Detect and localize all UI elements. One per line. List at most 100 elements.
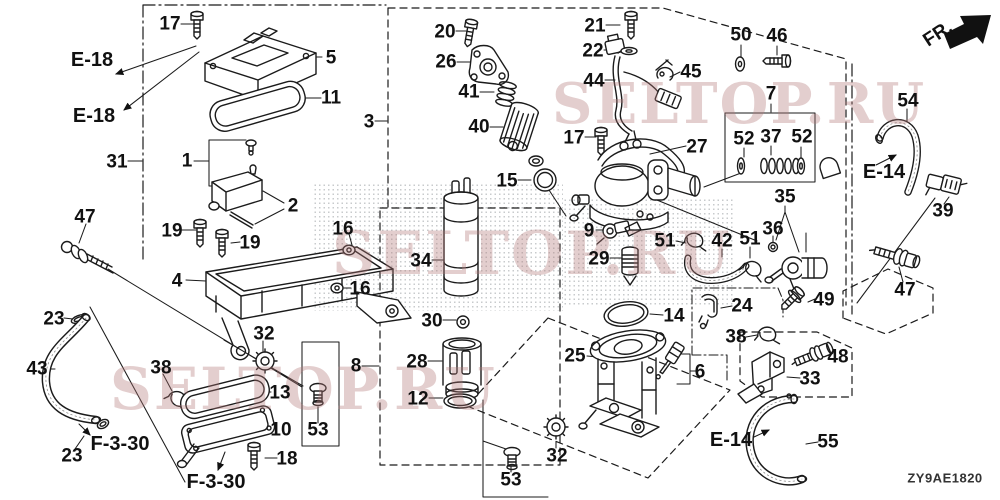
part-label-17-a: 17 [159,13,181,35]
part-36-nut [767,241,779,253]
part-label-20: 20 [434,21,456,43]
part-label-19-b: 19 [239,232,261,254]
part-4-tray [205,246,412,361]
part-label-37: 37 [760,126,782,148]
part-label-47-r: 47 [894,279,916,301]
part-label-52-b: 52 [791,126,813,148]
part-label-e18-b: E-18 [72,105,116,127]
part-48-screw [791,341,834,367]
part-label-18: 18 [276,448,298,470]
part-label-6: 6 [694,361,706,383]
part-label-2: 2 [287,195,299,217]
part-34-fuel-pump [443,177,479,297]
part-label-54: 54 [897,90,919,112]
front-direction-label: FR. [919,16,957,52]
part-label-53-b: 53 [500,469,522,491]
part-10-cover [176,405,276,469]
part-43-hose [41,312,102,425]
part-label-51-b: 51 [739,228,761,250]
part-label-22: 22 [582,40,604,62]
part-label-29: 29 [588,248,610,270]
part-label-49: 49 [813,289,835,311]
part-label-e18-a: E-18 [70,49,114,71]
part-label-35: 35 [774,186,796,208]
part-label-26: 26 [435,51,457,73]
part-11-gasket [209,80,306,132]
part-label-e14-b: E-14 [709,429,753,451]
part-label-53-a: 53 [307,419,329,441]
part-label-47-l: 47 [74,206,96,228]
part-40-filter [499,101,544,167]
part-23-ring-b [96,418,110,430]
part-27-pump-body [569,138,701,231]
part-label-38-l: 38 [150,357,172,379]
part-33-bracket [737,351,785,404]
part-6-joint [655,341,685,380]
part-label-50: 50 [730,24,752,46]
part-label-5: 5 [325,47,337,69]
part-label-16-b: 16 [349,278,371,300]
part-label-32-a: 32 [253,323,275,345]
part-label-14: 14 [663,305,685,327]
part-29-filter [621,246,639,286]
part-label-55: 55 [817,431,839,453]
part-label-16-a: 16 [332,218,354,240]
part-13-gasket [179,374,270,420]
part-label-46: 46 [766,25,788,47]
part-label-17-b: 17 [563,127,585,149]
part-9-sensor [596,220,642,245]
part-label-39: 39 [932,200,954,222]
part-label-10: 10 [270,419,292,441]
part-label-9: 9 [583,220,595,242]
part-label-43: 43 [26,358,48,380]
part-53-pin-b [503,446,521,471]
part-label-24: 24 [731,295,753,317]
part-28-filter-cup [442,337,482,400]
part-22-washer [617,46,638,56]
part-label-31: 31 [106,151,128,173]
part-label-41: 41 [458,81,480,103]
part-label-23-b: 23 [61,445,83,467]
part-label-51-a: 51 [654,230,676,252]
part-label-44: 44 [583,70,605,92]
part-14-gasket-ring [603,301,649,327]
part-label-34: 34 [410,250,432,272]
part-44-wire-harness [604,33,682,151]
part-50-washer [734,56,746,72]
part-label-33: 33 [799,368,821,390]
part-label-25: 25 [564,345,586,367]
part-54-hose [874,119,921,196]
part-24-clamp [698,293,718,330]
part-55-hose [745,393,808,486]
part-label-8: 8 [350,355,362,377]
part-39-connector [925,173,968,196]
part-label-38-r: 38 [725,326,747,348]
part-42-hose [684,254,750,284]
part-37-spring-and-52-washers [736,157,842,180]
part-12-oring [443,393,477,409]
part-label-27: 27 [686,136,708,158]
part-25-pump-base [578,329,667,438]
part-label-3: 3 [363,111,375,133]
part-30-grommet [456,315,470,329]
part-label-48: 48 [827,346,849,368]
part-label-36: 36 [762,218,784,240]
part-label-21: 21 [584,15,606,37]
part-label-23-a: 23 [43,308,65,330]
part-label-19-a: 19 [161,220,183,242]
part-label-32-b: 32 [546,445,568,467]
part-16-grommets [330,244,356,294]
part-label-7: 7 [765,83,777,105]
part-label-30: 30 [421,310,443,332]
part-label-45: 45 [680,61,702,83]
part-label-f330-b: F-3-30 [186,471,246,493]
part-label-40: 40 [468,116,490,138]
part-label-11: 11 [320,87,342,109]
part-49-bolt [776,284,807,315]
part-15-oring [533,168,557,192]
part-label-52-a: 52 [733,128,755,150]
part-35-pressure-regulator [764,256,828,296]
